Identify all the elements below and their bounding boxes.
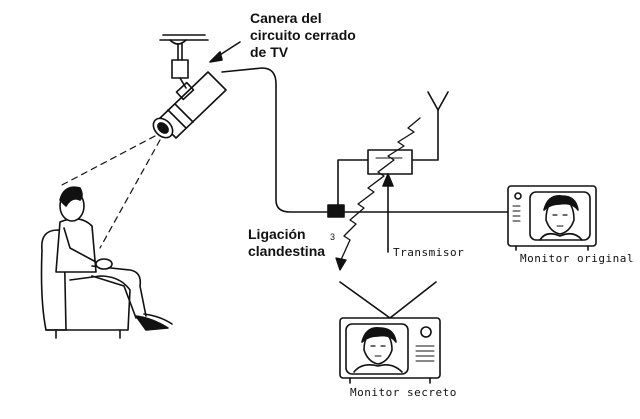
seated-person — [40, 186, 173, 339]
secret-monitor-antenna — [339, 281, 437, 319]
clandestine-label-line: Ligación — [248, 226, 306, 242]
small-mark: 3 — [330, 232, 336, 242]
cctv-camera — [152, 71, 227, 139]
transmitter-wiring — [337, 91, 449, 206]
transmitter-label: Transmisor — [393, 246, 465, 259]
secret-monitor-label: Monitor secreto — [350, 386, 457, 399]
transmitter-pointer — [382, 173, 394, 253]
transmitter-box — [367, 149, 413, 175]
camera-cable — [221, 67, 509, 213]
original-monitor — [507, 185, 597, 251]
secret-monitor — [339, 317, 441, 384]
camera-label-line: Canera del — [250, 10, 322, 26]
radio-wave-path — [335, 117, 421, 271]
original-monitor-label: Monitor original — [520, 252, 634, 265]
clandestine-label-line: clandestina — [248, 243, 326, 259]
ceiling-mount — [159, 34, 209, 89]
camera-view-cone — [59, 135, 161, 249]
camera-label: Canera del circuito cerrado de TV — [250, 10, 356, 61]
camera-label-line: circuito cerrado — [250, 27, 356, 43]
clandestine-link-label: Ligación clandestina — [248, 226, 325, 260]
camera-callout-arrow — [209, 41, 241, 63]
camera-label-line: de TV — [250, 44, 289, 60]
clandestine-junction — [327, 204, 345, 218]
